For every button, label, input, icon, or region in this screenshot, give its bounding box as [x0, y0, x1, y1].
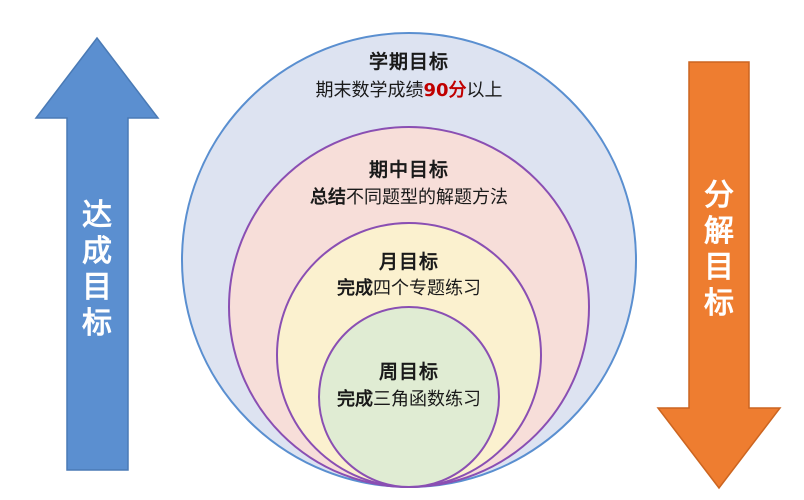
month-title: 月目标 [378, 251, 439, 273]
right-down-arrow [656, 61, 782, 490]
left-up-arrow [34, 36, 160, 471]
right-arrow-char-2: 目 [704, 250, 734, 285]
left-arrow-char-0: 达 [82, 198, 112, 233]
semester-score: 90分 [423, 80, 467, 101]
left-arrow-char-1: 成 [82, 234, 112, 269]
week-title: 周目标 [378, 361, 439, 383]
week-desc-bold: 完成 [337, 389, 373, 410]
month-desc-text: 四个专题练习 [373, 278, 481, 299]
right-arrow-char-0: 分 [704, 178, 734, 213]
month-desc-bold: 完成 [337, 278, 373, 299]
midterm-desc-bold: 总结 [310, 187, 346, 208]
semester-desc-suffix: 以上 [466, 80, 503, 101]
left-arrow-char-2: 目 [82, 270, 112, 305]
midterm-desc-text: 不同题型的解题方法 [346, 187, 508, 208]
midterm-title: 期中目标 [368, 159, 449, 181]
semester-desc: 期末数学成绩90分以上 [269, 76, 549, 102]
month-desc: 完成四个专题练习 [279, 274, 539, 300]
left-arrow-char-3: 标 [82, 306, 112, 341]
week-circle [318, 306, 500, 488]
right-arrow-char-1: 解 [704, 214, 734, 249]
midterm-desc: 总结不同题型的解题方法 [259, 183, 559, 209]
week-desc-text: 三角函数练习 [373, 389, 481, 410]
right-arrow-label: 分解目标 [699, 178, 739, 322]
right-arrow-char-3: 标 [704, 286, 734, 321]
week-desc: 完成三角函数练习 [279, 385, 539, 411]
left-arrow-label: 达成目标 [77, 198, 117, 342]
semester-desc-text: 期末数学成绩 [315, 80, 424, 101]
semester-title: 学期目标 [368, 51, 449, 73]
